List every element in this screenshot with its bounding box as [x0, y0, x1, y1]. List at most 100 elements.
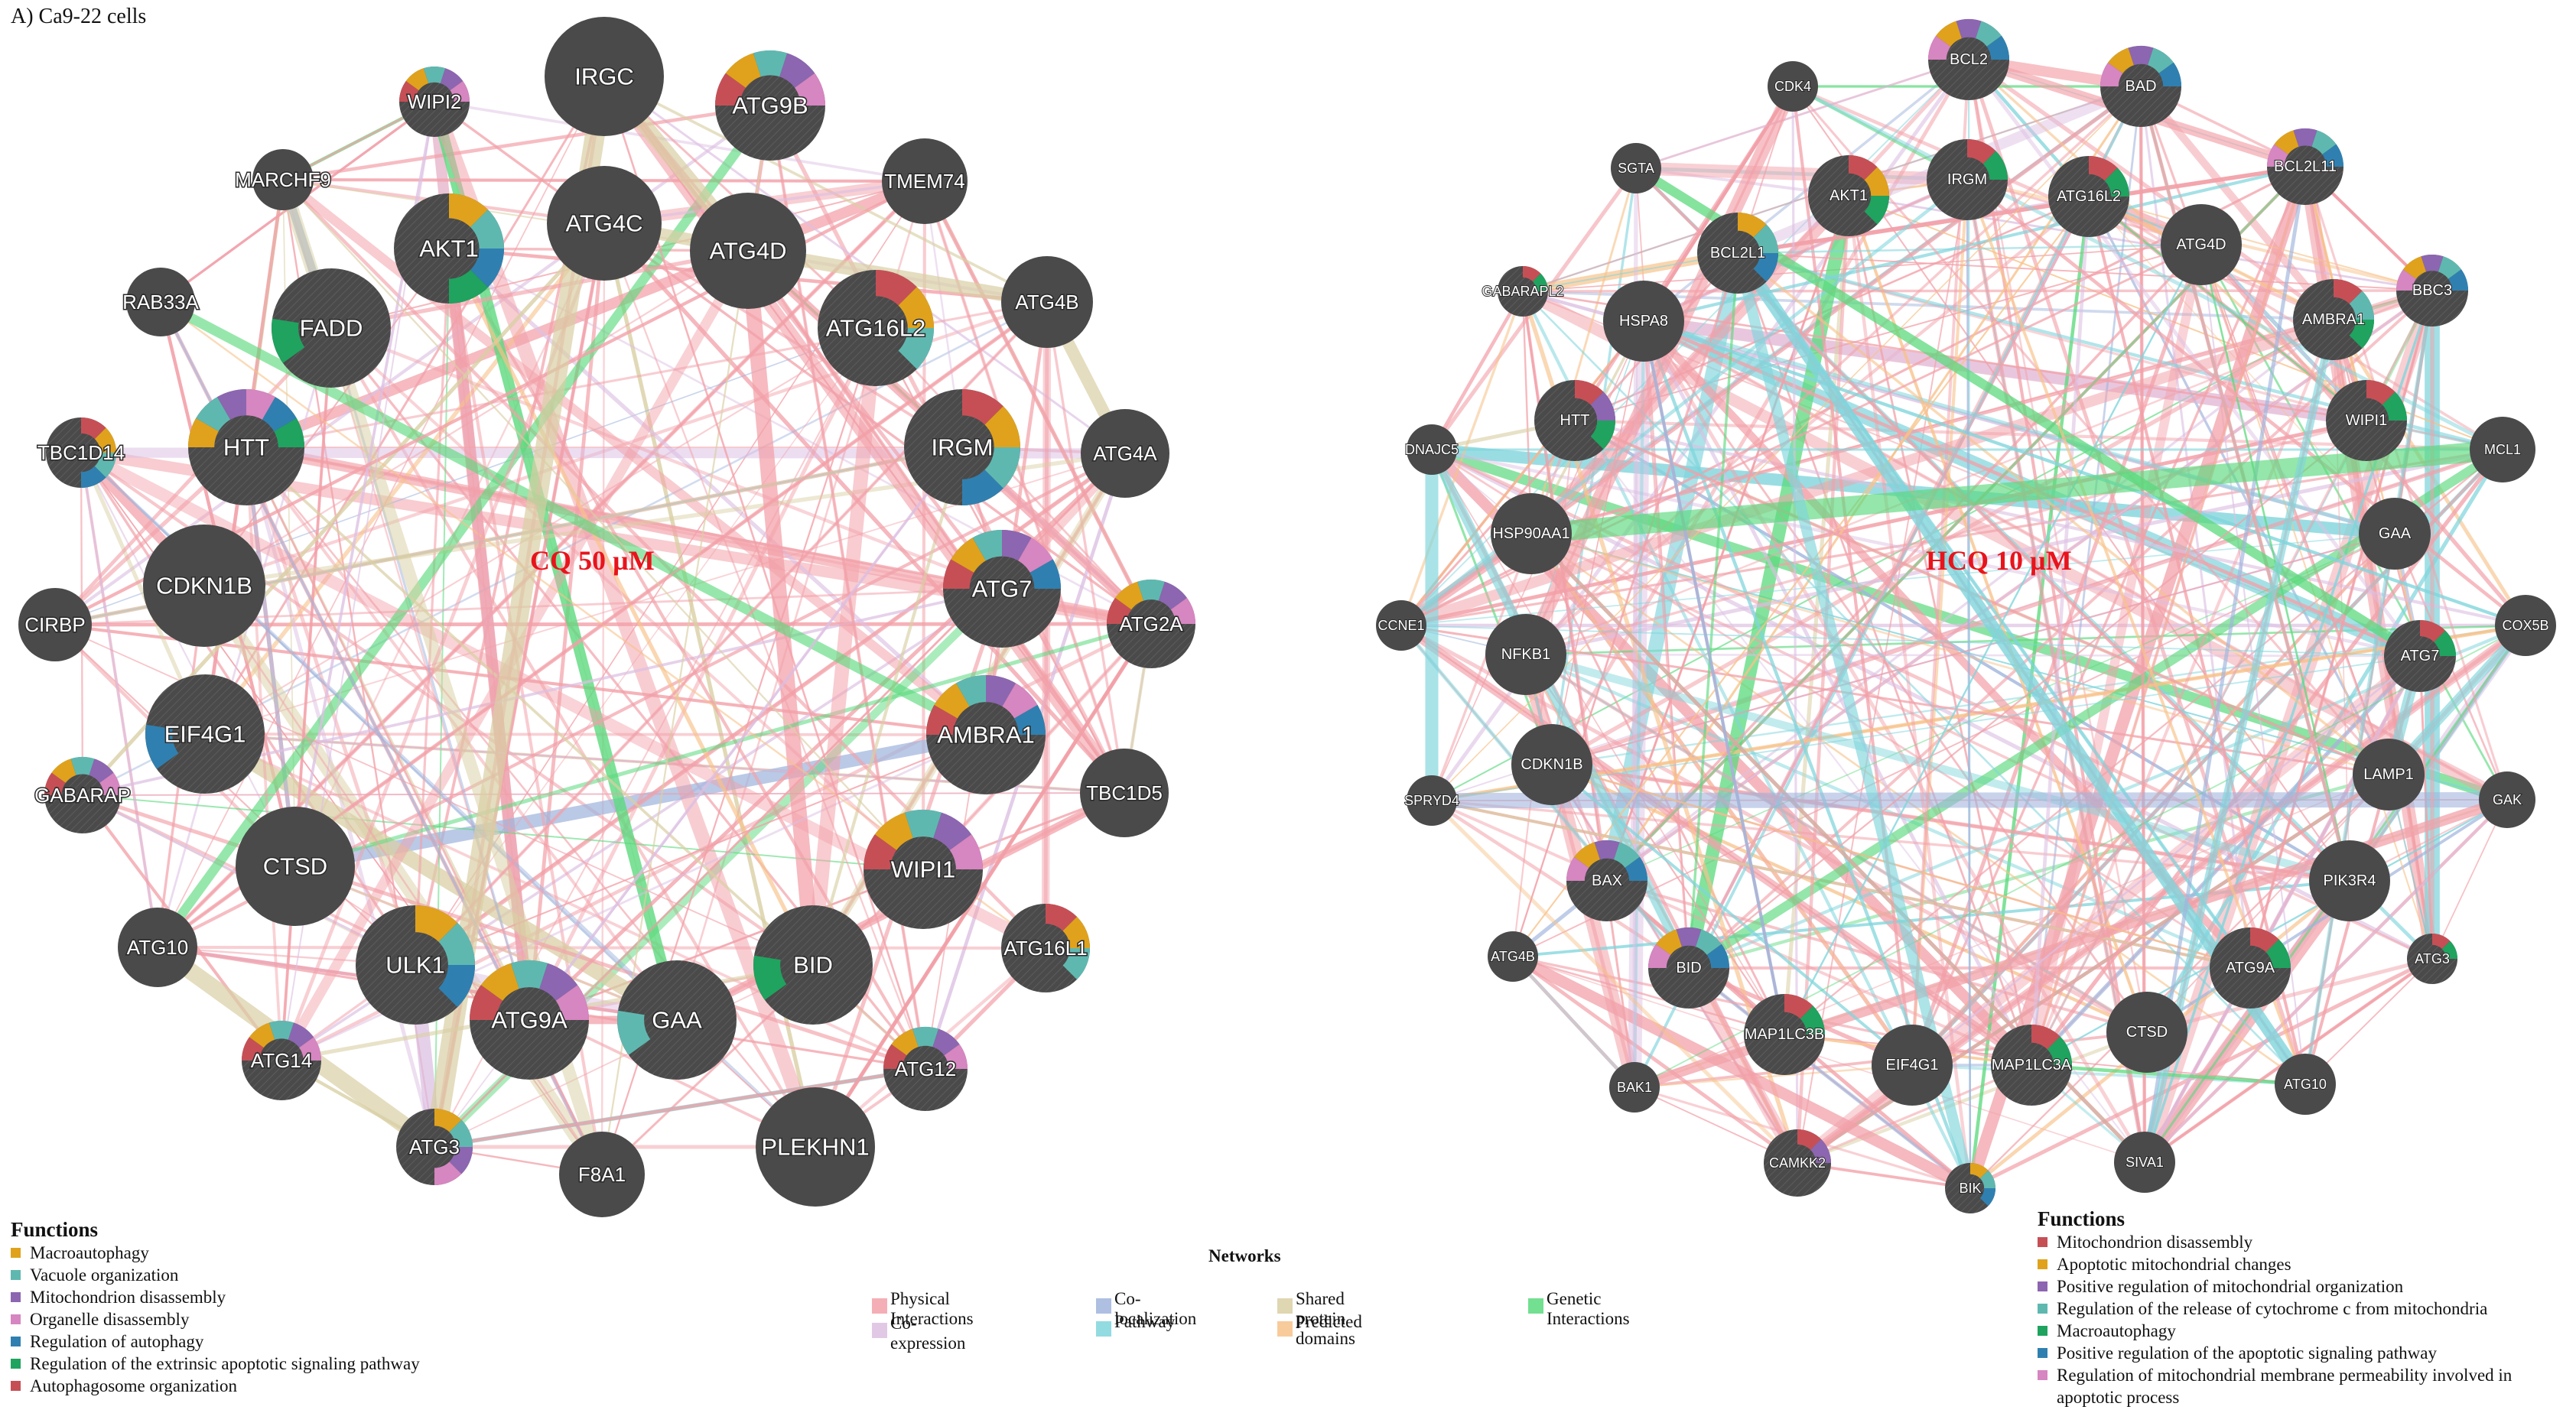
node-atg3[interactable]: ATG3: [396, 1108, 473, 1186]
node-circle: [2106, 992, 2187, 1073]
node-eif4g1[interactable]: EIF4G1: [145, 674, 265, 794]
node-gak[interactable]: GAK: [2479, 771, 2535, 828]
edges-right: [1398, 54, 2529, 1194]
node-atg16l2[interactable]: ATG16L2: [2048, 155, 2129, 237]
node-circle: [1768, 61, 1818, 112]
node-dnajc5[interactable]: DNAJC5: [1404, 424, 1459, 475]
node-atg4d[interactable]: ATG4D: [2161, 204, 2242, 285]
node-bad[interactable]: BAD: [2100, 45, 2181, 127]
node-atg3[interactable]: ATG3: [2407, 934, 2457, 984]
node-plekhn1[interactable]: PLEKHN1: [756, 1087, 875, 1207]
network-swatch: [1096, 1298, 1111, 1314]
node-tbc1d14[interactable]: TBC1D14: [36, 417, 126, 488]
node-akt1[interactable]: AKT1: [394, 193, 504, 304]
edge: [433, 100, 1153, 625]
node-rab33a[interactable]: RAB33A: [122, 268, 200, 336]
node-map1lc3b[interactable]: MAP1LC3B: [1744, 994, 1825, 1075]
node-atg4a[interactable]: ATG4A: [1081, 409, 1169, 498]
node-gabarapl2[interactable]: GABARAPL2: [1481, 266, 1565, 317]
node-bak1[interactable]: BAK1: [1609, 1062, 1660, 1113]
node-cdk4[interactable]: CDK4: [1768, 61, 1818, 112]
node-hsp90aa1[interactable]: HSP90AA1: [1491, 493, 1572, 574]
node-irgm[interactable]: IRGM: [1927, 138, 2008, 220]
node-atg10[interactable]: ATG10: [118, 908, 197, 987]
node-atg4c[interactable]: ATG4C: [547, 166, 662, 281]
node-hspa8[interactable]: HSPA8: [1603, 281, 1684, 362]
node-gaa[interactable]: GAA: [2359, 498, 2431, 570]
function-label: Positive regulation of the apoptotic sig…: [2057, 1343, 2437, 1363]
node-atg7[interactable]: ATG7: [943, 530, 1061, 648]
node-bcl2[interactable]: BCL2: [1928, 18, 2009, 100]
node-gabarap[interactable]: GABARAP: [34, 756, 132, 833]
node-irgm[interactable]: IRGM: [904, 389, 1020, 505]
node-atg12[interactable]: ATG12: [883, 1027, 968, 1111]
node-cox5b[interactable]: COX5B: [2495, 595, 2556, 656]
right-functions-title: Functions: [2038, 1207, 2126, 1230]
node-ctsd[interactable]: CTSD: [2106, 992, 2187, 1073]
node-tbc1d5[interactable]: TBC1D5: [1080, 749, 1169, 837]
node-pik3r4[interactable]: PIK3R4: [2309, 840, 2390, 921]
node-ambra1[interactable]: AMBRA1: [926, 675, 1046, 794]
edge: [294, 865, 678, 1022]
node-map1lc3a[interactable]: MAP1LC3A: [1991, 1025, 2073, 1106]
node-atg16l1[interactable]: ATG16L1: [1001, 904, 1090, 992]
node-bax[interactable]: BAX: [1566, 840, 1647, 921]
edge: [157, 76, 605, 948]
node-camkk2[interactable]: CAMKK2: [1764, 1129, 1831, 1197]
node-label: AMBRA1: [2302, 311, 2365, 328]
node-sgta[interactable]: SGTA: [1611, 143, 1661, 193]
node-cdkn1b[interactable]: CDKN1B: [143, 525, 265, 647]
node-fadd[interactable]: FADD: [272, 268, 391, 388]
node-circle: [2161, 204, 2242, 285]
node-lamp1[interactable]: LAMP1: [2353, 739, 2425, 810]
node-akt1[interactable]: AKT1: [1808, 154, 1889, 236]
node-circle: [1485, 614, 1566, 695]
node-circle: [1872, 1025, 1953, 1106]
node-mcl1[interactable]: MCL1: [2470, 417, 2535, 482]
node-cdkn1b[interactable]: CDKN1B: [1511, 724, 1592, 805]
node-atg2a[interactable]: ATG2A: [1107, 579, 1195, 668]
edge: [1046, 301, 1126, 794]
node-htt[interactable]: HTT: [188, 389, 304, 505]
node-f8a1[interactable]: F8A1: [559, 1132, 645, 1217]
node-ctsd[interactable]: CTSD: [236, 807, 355, 926]
node-bid[interactable]: BID: [1647, 927, 1729, 1009]
node-wipi1[interactable]: WIPI1: [864, 809, 983, 929]
node-atg7[interactable]: ATG7: [2384, 620, 2456, 692]
node-label: F8A1: [578, 1163, 626, 1186]
node-ambra1[interactable]: AMBRA1: [2293, 278, 2374, 360]
node-atg4b[interactable]: ATG4B: [1001, 256, 1093, 348]
node-atg4b[interactable]: ATG4B: [1488, 931, 1538, 982]
node-atg9a[interactable]: ATG9A: [2210, 927, 2291, 1009]
node-atg10[interactable]: ATG10: [2275, 1054, 2336, 1115]
edge: [1525, 447, 2503, 657]
node-htt[interactable]: HTT: [1534, 379, 1615, 461]
edge: [1430, 799, 1799, 1165]
node-irgc[interactable]: IRGC: [545, 17, 664, 136]
node-siva1[interactable]: SIVA1: [2114, 1132, 2175, 1193]
node-marchf9[interactable]: MARCHF9: [234, 149, 332, 210]
node-atg9a[interactable]: ATG9A: [470, 960, 589, 1080]
node-bid[interactable]: BID: [753, 905, 873, 1025]
node-nfkb1[interactable]: NFKB1: [1485, 614, 1566, 695]
node-bik[interactable]: BIK: [1945, 1163, 1995, 1213]
node-atg4d[interactable]: ATG4D: [690, 193, 806, 309]
node-gaa[interactable]: GAA: [617, 960, 737, 1080]
node-bbc3[interactable]: BBC3: [2396, 255, 2468, 326]
node-ulk1[interactable]: ULK1: [356, 905, 476, 1025]
node-eif4g1[interactable]: EIF4G1: [1872, 1025, 1953, 1106]
node-atg16l2[interactable]: ATG16L2: [818, 270, 934, 386]
node-wipi2[interactable]: WIPI2: [399, 67, 470, 137]
edge: [1511, 955, 1799, 1165]
node-bcl2l1[interactable]: BCL2L1: [1697, 212, 1778, 294]
node-ccne1[interactable]: CCNE1: [1376, 600, 1426, 651]
node-atg14[interactable]: ATG14: [241, 1020, 322, 1100]
node-cirbp[interactable]: CIRBP: [18, 588, 92, 661]
node-tmem74[interactable]: TMEM74: [882, 138, 968, 224]
node-wipi1[interactable]: WIPI1: [2326, 379, 2407, 461]
node-atg9b[interactable]: ATG9B: [715, 50, 825, 161]
node-bcl2l11[interactable]: BCL2L11: [2267, 128, 2343, 205]
node-spryd4[interactable]: SPRYD4: [1403, 775, 1460, 826]
